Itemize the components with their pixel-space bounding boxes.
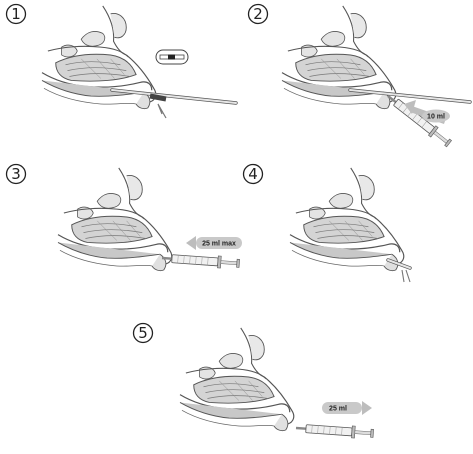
step-2-panel: 2 10 ml — [249, 5, 471, 149]
step-4-nasal-anatomy — [290, 168, 404, 271]
step-5-panel: 5 25 ml — [134, 324, 374, 440]
step-5-number: 5 — [138, 324, 148, 342]
step-5-volume-label: 25 ml — [329, 406, 347, 413]
step-3-volume-label: 25 ml max — [202, 241, 236, 248]
step-3-nasal-anatomy — [58, 168, 172, 271]
step-3-number: 3 — [11, 165, 21, 183]
step-4-number-badge: 4 — [244, 165, 263, 184]
step-5-syringe — [296, 422, 374, 439]
step-1-number-badge: 1 — [7, 5, 26, 24]
step-1-number: 1 — [11, 5, 21, 23]
step-5-volume-arrow: 25 ml — [322, 401, 372, 415]
step-2-number: 2 — [253, 5, 263, 23]
step-2-number-badge: 2 — [249, 5, 268, 24]
step-3-panel: 3 25 ml max — [7, 165, 243, 271]
step-4-number: 4 — [248, 165, 258, 183]
step-5-number-badge: 5 — [134, 324, 153, 343]
step-3-volume-arrow: 25 ml max — [186, 236, 242, 250]
step-5-nasal-anatomy — [180, 328, 294, 431]
step-2-catheter — [350, 90, 470, 102]
step-3-number-badge: 3 — [7, 165, 26, 184]
step-1-catheter-detail-inset — [156, 50, 188, 64]
step-4-panel: 4 — [244, 165, 411, 283]
step-2-volume-label: 10 ml — [427, 114, 445, 121]
step-2-volume-arrow: 10 ml — [404, 100, 450, 124]
step-3-syringe — [162, 252, 240, 269]
step-1-panel: 1 — [7, 5, 237, 119]
